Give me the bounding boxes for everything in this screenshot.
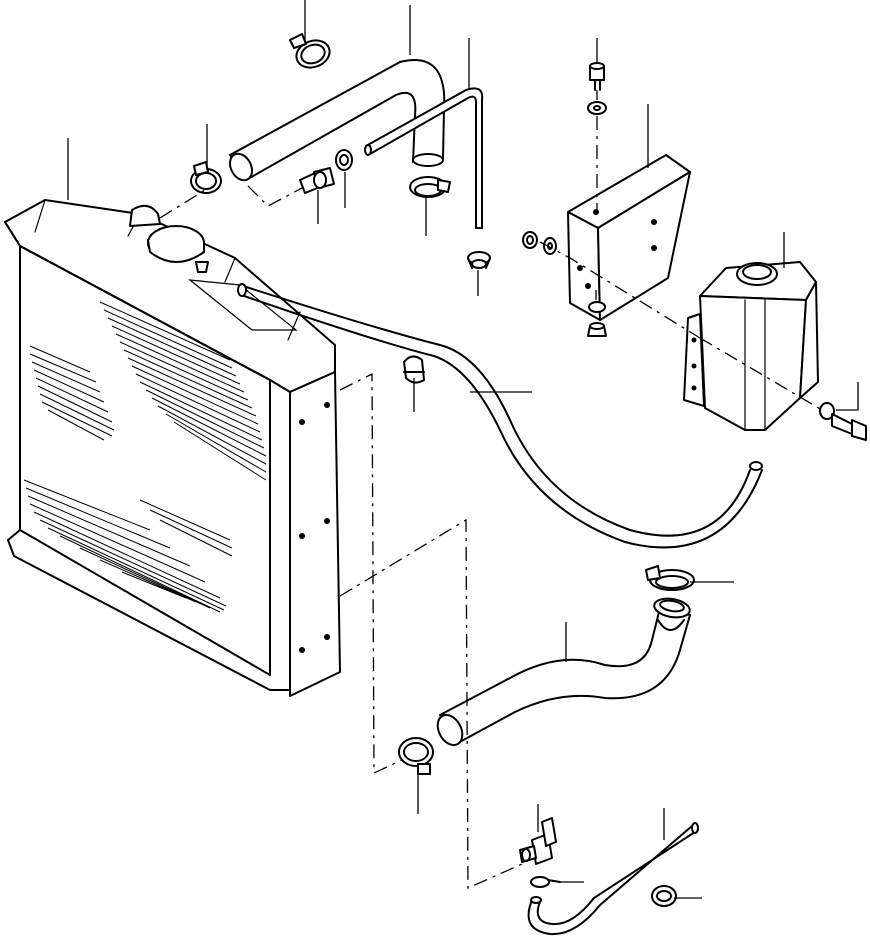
banjo-fitting[interactable] bbox=[299, 167, 335, 194]
drain-cock[interactable] bbox=[519, 817, 557, 865]
bracket-nut[interactable] bbox=[522, 231, 607, 337]
lower-hose[interactable] bbox=[433, 596, 692, 749]
bracket-washer[interactable] bbox=[587, 101, 607, 115]
bracket-bolt[interactable] bbox=[589, 62, 605, 91]
tank-bolt[interactable] bbox=[819, 402, 867, 441]
upper-hose-clamp-eng[interactable] bbox=[409, 176, 451, 198]
radiator-cap[interactable] bbox=[129, 204, 209, 273]
gasket-ring[interactable] bbox=[335, 149, 353, 171]
mounting-bracket[interactable] bbox=[567, 154, 691, 321]
tube-clip[interactable] bbox=[467, 251, 491, 269]
hose-clip[interactable] bbox=[403, 355, 425, 384]
overflow-hose[interactable] bbox=[237, 283, 763, 549]
vent-tube[interactable] bbox=[364, 87, 484, 229]
assembly-centerlines bbox=[159, 90, 823, 889]
drain-tube-clip[interactable] bbox=[651, 885, 677, 907]
leader-lines bbox=[67, 0, 859, 899]
radiator-fins bbox=[23, 301, 267, 613]
lower-hose-clamp-bottom[interactable] bbox=[398, 737, 434, 775]
reservoir-tank[interactable] bbox=[683, 261, 819, 431]
upper-hose-clamp-rad[interactable] bbox=[190, 161, 222, 194]
radiator[interactable] bbox=[4, 199, 341, 697]
lower-hose-clamp-top[interactable] bbox=[645, 565, 695, 591]
upper-hose[interactable] bbox=[226, 59, 446, 184]
drain-clip[interactable] bbox=[530, 876, 561, 888]
upper-hose-clamp-top[interactable] bbox=[289, 33, 333, 72]
drain-tube[interactable] bbox=[527, 822, 699, 936]
